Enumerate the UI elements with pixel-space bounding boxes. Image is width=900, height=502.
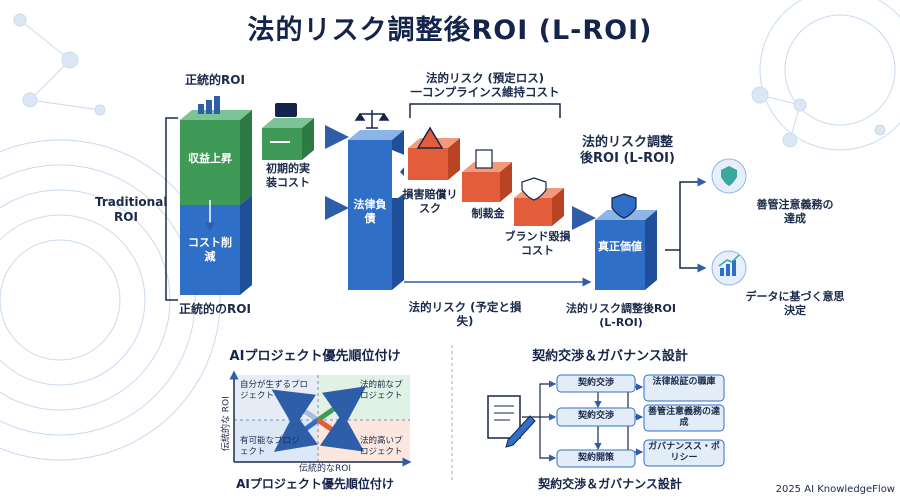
- brand-cost-cube: [514, 177, 564, 226]
- sanction-cube: [462, 149, 512, 202]
- flow-box-negotiation-2: 契約交渉: [577, 411, 614, 421]
- traditional-roi-left-label: Traditional ROI: [95, 195, 168, 224]
- quadrant-bottom-left: 有可能なプロジェクト: [240, 436, 300, 457]
- growth-chart-icon: [711, 250, 747, 286]
- due-care-icon: [711, 158, 747, 194]
- quadrant-top-right: 法的前なプロジェクト: [360, 380, 403, 401]
- priority-x-axis-label: 伝統的なROI: [299, 464, 351, 474]
- receipt-icon: [475, 149, 493, 169]
- priority-panel-heading: AIプロジェクト優先順位付け: [229, 349, 401, 364]
- revenue-up-label: 収益上昇: [188, 152, 232, 165]
- check-shield-icon: [611, 193, 637, 219]
- lroi-cube: [595, 193, 657, 290]
- traditional-roi-top-label: 正統的ROI: [185, 73, 245, 87]
- data-decision-label: データに基づく意思決定: [745, 290, 845, 317]
- initial-cost-label: 初期的実装コスト: [266, 162, 310, 189]
- true-value-label: 真正価値: [598, 240, 642, 253]
- footer-brand: 2025 AI KnowledgeFlow: [775, 484, 895, 495]
- flow-box-legal-warehouse: 法律設証の職庫: [652, 377, 716, 387]
- page-title: 法的リスク調整後ROI (L-ROI): [247, 15, 653, 46]
- warning-icon: [416, 126, 444, 149]
- governance-panel-heading: 契約交渉＆ガバナンス設計: [532, 349, 688, 364]
- lroi-heading: 法的リスク調整後ROI (L-ROI): [580, 135, 675, 167]
- arrow-to-due-care: [665, 177, 707, 251]
- initial-cost-cube: [262, 103, 314, 160]
- quadrant-top-left: 自分が生ずるプロジェクト: [240, 380, 309, 401]
- traditional-roi-bottom-label: 正統的のROI: [179, 302, 251, 316]
- flow-box-contract-measures: 契約開策: [577, 453, 614, 463]
- legal-risk-bottom-label: 法的リスク (予定と損失): [408, 300, 522, 329]
- legal-risk-bracket-label: 法的リスク (預定ロス) 一コンプラインス維持コスト: [410, 71, 560, 100]
- governance-panel-footer: 契約交渉＆ガバナンス設計: [538, 477, 682, 491]
- priority-y-axis-label: 伝統的な ROI: [221, 396, 232, 452]
- damage-risk-cube: [408, 126, 460, 180]
- cost-reduction-label: コスト削減: [188, 236, 232, 263]
- flow-box-due-care: 善管注意義務の達成: [648, 407, 721, 429]
- flow-box-governance-policy: ガバナンスス・ポリシー: [648, 442, 720, 464]
- legal-risk-bracket: [409, 103, 561, 118]
- due-care-label: 善管注意義務の達成: [756, 198, 834, 225]
- quadrant-bottom-right: 法的高いプロジェクト: [360, 436, 403, 457]
- brand-cost-label: ブランド毀損コスト: [504, 230, 571, 257]
- lroi-bottom-label: 法的リスク調整後ROI (L-ROI): [566, 302, 676, 329]
- legal-liability-pillar: [348, 110, 414, 290]
- decorative-network-left: [13, 13, 106, 116]
- scales-icon: [354, 110, 390, 129]
- arrow-to-decision: [679, 250, 707, 273]
- governance-flow: [487, 374, 725, 468]
- traditional-roi-block: [180, 96, 252, 295]
- damage-risk-label: 損害賠償リスク: [402, 188, 458, 215]
- flow-box-negotiation-1: 契約交渉: [577, 378, 614, 388]
- sanction-label: 制裁金: [471, 207, 505, 220]
- traditional-roi-bracket: [165, 117, 178, 301]
- document-pen-icon: [487, 395, 536, 448]
- wallet-icon: [275, 103, 297, 117]
- legal-liability-label: 法律負債: [353, 198, 387, 225]
- shield-icon: [521, 177, 547, 201]
- priority-panel-footer: AIプロジェクト優先順位付け: [236, 477, 394, 491]
- priority-quadrant-chart: [229, 370, 412, 467]
- decorative-network-right: [751, 0, 900, 151]
